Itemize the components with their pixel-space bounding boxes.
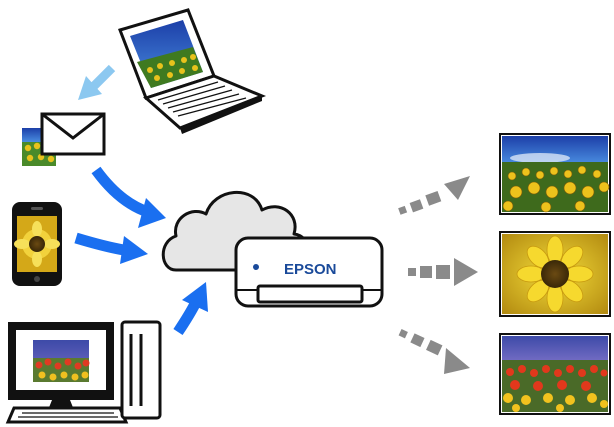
output-arrow-middle (408, 258, 478, 286)
output-arrow-top (398, 176, 470, 215)
output-arrow-bottom (398, 329, 470, 374)
sunflower-closeup-print (499, 231, 611, 317)
sunflower-field-print (499, 133, 611, 215)
smartphone-to-cloud-arrow (74, 232, 148, 264)
printer-icon: EPSON (234, 236, 384, 308)
smartphone-icon (12, 202, 62, 286)
envelope-icon (22, 112, 106, 166)
flower-field-print (499, 333, 611, 415)
email-send-arrow (78, 64, 116, 100)
desktop-to-cloud-arrow (173, 282, 208, 336)
desktop-computer-icon (5, 320, 162, 424)
laptop-icon (118, 8, 267, 134)
email-to-cloud-arrow (91, 166, 166, 228)
printer-brand-label: EPSON (284, 261, 337, 278)
